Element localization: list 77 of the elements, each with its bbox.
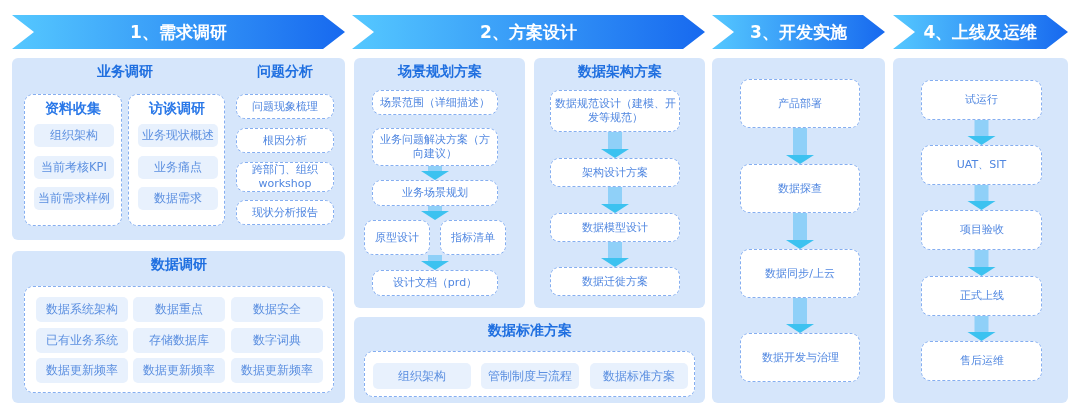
step-card: 指标清单 [440, 220, 506, 255]
arrow [786, 213, 814, 249]
arrow [421, 166, 449, 180]
step-card: 售后运维 [921, 341, 1042, 381]
item-tag: 数据更新频率 [133, 358, 225, 383]
phase-banner: 2、方案设计 [352, 15, 705, 49]
group-card [24, 94, 122, 226]
step-card: 业务问题解决方案（方向建议） [372, 128, 498, 166]
step-card: 场景范围（详细描述） [372, 90, 498, 115]
arrow [967, 316, 996, 341]
item-tag: 数据安全 [231, 297, 323, 322]
panel [12, 58, 345, 240]
step-card: 问题现象梳理 [236, 94, 334, 119]
item-tag: 数据重点 [133, 297, 225, 322]
step-card: 数据探查 [740, 164, 860, 213]
item-tag: 组织架构 [34, 124, 114, 147]
step-card: 原型设计 [364, 220, 430, 255]
phase-banner: 3、开发实施 [712, 15, 885, 49]
item-tag: 存储数据库 [133, 328, 225, 353]
arrow [786, 298, 814, 333]
panel [354, 317, 705, 403]
panel-heading: 业务调研 [95, 63, 154, 81]
item-tag: 数据更新频率 [36, 358, 128, 383]
panel-heading: 场景规划方案 [396, 63, 483, 81]
arrow [601, 242, 629, 267]
phase-banner: 1、需求调研 [12, 15, 345, 49]
group-card [128, 94, 225, 226]
item-tag: 业务现状概述 [138, 124, 218, 147]
item-tag: 当前考核KPI [34, 156, 114, 179]
step-card: 数据开发与治理 [740, 333, 860, 382]
item-tag: 数字词典 [231, 328, 323, 353]
group-heading: 资料收集 [44, 100, 102, 118]
inner-card [364, 351, 695, 397]
item-tag: 业务痛点 [138, 156, 218, 179]
item-tag: 数据系统架构 [36, 297, 128, 322]
group-heading: 访谈调研 [147, 100, 206, 118]
inner-card [24, 286, 334, 393]
step-card: 数据迁徙方案 [550, 267, 680, 296]
step-card: 设计文档（prd） [372, 270, 498, 296]
panel-heading: 数据调研 [149, 256, 208, 274]
arrow [601, 187, 629, 213]
item-tag: 当前需求样例 [34, 187, 114, 210]
arrow [967, 185, 996, 210]
panel [354, 58, 525, 308]
panel [893, 58, 1068, 403]
arrow [967, 250, 996, 276]
panel-heading: 数据架构方案 [576, 63, 663, 81]
arrow [601, 132, 629, 158]
step-card: 数据同步/上云 [740, 249, 860, 298]
panel-heading: 问题分析 [256, 63, 314, 81]
panel-heading: 数据标准方案 [486, 322, 573, 340]
step-card: 数据模型设计 [550, 213, 680, 242]
step-card: 项目验收 [921, 210, 1042, 250]
item-tag: 数据需求 [138, 187, 218, 210]
step-card: 数据规范设计（建模、开发等规范） [550, 90, 680, 132]
arrow [967, 120, 996, 145]
step-card: 根因分析 [236, 128, 334, 153]
step-card: 现状分析报告 [236, 200, 334, 225]
panel [712, 58, 885, 403]
step-card: 业务场景规划 [372, 180, 498, 206]
step-card: 正式上线 [921, 276, 1042, 316]
panel [12, 251, 345, 403]
step-card: 架构设计方案 [550, 158, 680, 187]
step-card: 产品部署 [740, 79, 860, 128]
panel [534, 58, 705, 308]
step-card: 试运行 [921, 80, 1042, 120]
item-tag: 管制制度与流程 [481, 363, 579, 389]
arrow [421, 206, 449, 220]
item-tag: 已有业务系统 [36, 328, 128, 353]
step-card: 跨部门、组织workshop [236, 162, 334, 192]
item-tag: 数据更新频率 [231, 358, 323, 383]
phase-banner: 4、上线及运维 [893, 15, 1068, 49]
step-card: UAT、SIT [921, 145, 1042, 185]
item-tag: 组织架构 [373, 363, 471, 389]
arrow [421, 255, 449, 270]
arrow [786, 128, 814, 164]
item-tag: 数据标准方案 [590, 363, 688, 389]
